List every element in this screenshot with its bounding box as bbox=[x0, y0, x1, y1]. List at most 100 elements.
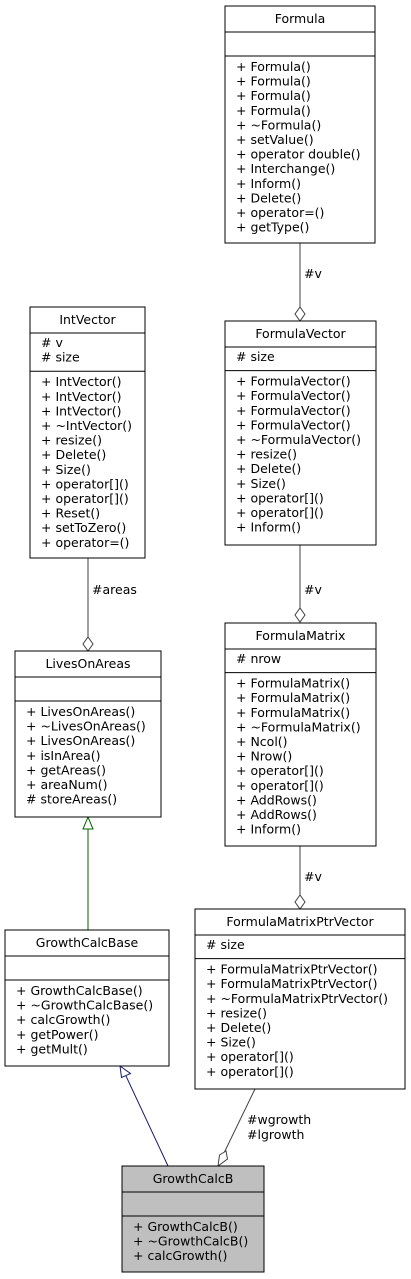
class-method: + Ncol() bbox=[236, 734, 288, 749]
class-name: Formula bbox=[275, 11, 326, 26]
class-method: + Delete() bbox=[41, 447, 106, 462]
class-method: + resize() bbox=[41, 433, 102, 448]
class-method: + resize() bbox=[236, 447, 297, 462]
class-method: + ~LivesOnAreas() bbox=[26, 719, 146, 734]
class-attribute: # size bbox=[236, 349, 275, 364]
class-method: + LivesOnAreas() bbox=[26, 704, 135, 719]
edge-label: #v bbox=[304, 266, 322, 281]
class-box-formulavector[interactable]: FormulaVector# size+ FormulaVector()+ Fo… bbox=[224, 320, 377, 546]
aggregation-diamond bbox=[217, 1150, 229, 1168]
class-method: + setValue() bbox=[236, 132, 314, 147]
class-method: + Delete() bbox=[236, 461, 301, 476]
class-method: + Formula() bbox=[236, 88, 311, 103]
edge-label: #wgrowth bbox=[247, 1112, 311, 1127]
class-box-livesonareas[interactable]: LivesOnAreas + LivesOnAreas()+ ~LivesOnAr… bbox=[14, 650, 162, 818]
class-frame bbox=[14, 650, 162, 818]
class-method: + Nrow() bbox=[236, 749, 292, 764]
class-box-formula[interactable]: Formula+ Formula()+ Formula()+ Formula()… bbox=[224, 5, 376, 244]
class-frame bbox=[121, 1165, 265, 1273]
class-method: + Size() bbox=[41, 462, 91, 477]
class-method: + ~Formula() bbox=[236, 117, 321, 132]
class-method: + ~GrowthCalcB() bbox=[133, 1234, 248, 1249]
class-frame bbox=[29, 306, 146, 559]
class-method: + ~FormulaMatrixPtrVector() bbox=[206, 991, 388, 1006]
class-method: + Size() bbox=[206, 1035, 256, 1050]
edge-label: #areas bbox=[92, 582, 137, 597]
class-method: + setToZero() bbox=[41, 520, 126, 535]
class-method: + GrowthCalcBase() bbox=[16, 983, 143, 998]
class-method: + calcGrowth() bbox=[16, 1012, 110, 1027]
class-method: + Inform() bbox=[236, 822, 301, 837]
class-method: + Size() bbox=[236, 476, 286, 491]
class-method: + IntVector() bbox=[41, 374, 122, 389]
class-method: + operator[]() bbox=[236, 505, 324, 520]
class-method: + IntVector() bbox=[41, 389, 122, 404]
class-method: + operator[]() bbox=[206, 1064, 294, 1079]
inheritance-growthcalcb-growthcalcbase bbox=[119, 1064, 169, 1167]
edge-formula-formulavector: #v bbox=[294, 243, 322, 322]
class-method: + Inform() bbox=[236, 520, 301, 535]
class-method: + getPower() bbox=[16, 1027, 99, 1042]
inheritance-growthcalcbase-livesonareas bbox=[82, 815, 94, 930]
class-method: + getMult() bbox=[16, 1041, 88, 1056]
class-method: + FormulaMatrixPtrVector() bbox=[206, 962, 378, 977]
class-name: IntVector bbox=[59, 312, 116, 327]
class-method: + operator[]() bbox=[236, 763, 324, 778]
class-box-intvector[interactable]: IntVector# v# size+ IntVector()+ IntVect… bbox=[29, 306, 146, 559]
class-method: + getType() bbox=[236, 220, 309, 235]
class-name: LivesOnAreas bbox=[45, 656, 130, 671]
class-name: GrowthCalcBase bbox=[36, 935, 139, 950]
class-method: + operator=() bbox=[236, 205, 324, 220]
class-method: + FormulaVector() bbox=[236, 374, 351, 389]
class-attribute: # nrow bbox=[236, 651, 281, 666]
class-box-growthcalcbase[interactable]: GrowthCalcBase + GrowthCalcBase()+ ~Growt… bbox=[4, 929, 170, 1067]
class-attribute: # size bbox=[206, 937, 245, 952]
class-method: + IntVector() bbox=[41, 403, 122, 418]
class-frame bbox=[224, 5, 376, 244]
class-method: + calcGrowth() bbox=[133, 1248, 227, 1263]
class-method: # storeAreas() bbox=[26, 792, 117, 807]
inheritance-line bbox=[125, 1075, 169, 1167]
class-method: + Delete() bbox=[206, 1020, 271, 1035]
inheritance-arrowhead bbox=[119, 1064, 132, 1079]
class-method: + FormulaMatrix() bbox=[236, 690, 350, 705]
class-method: + operator double() bbox=[236, 147, 361, 162]
class-method: + Formula() bbox=[236, 103, 311, 118]
class-method: + Inform() bbox=[236, 176, 301, 191]
class-method: + operator[]() bbox=[41, 476, 129, 491]
class-method: + operator=() bbox=[41, 535, 129, 550]
class-method: + ~FormulaVector() bbox=[236, 432, 361, 447]
class-method: + AddRows() bbox=[236, 807, 317, 822]
class-name: FormulaMatrix bbox=[256, 628, 346, 643]
class-method: + operator[]() bbox=[236, 778, 324, 793]
edge-formulamatrix-ptrvector: #v bbox=[294, 846, 322, 910]
class-method: + Reset() bbox=[41, 506, 100, 521]
class-frame bbox=[224, 320, 377, 546]
class-method: + FormulaMatrix() bbox=[236, 676, 350, 691]
class-frame bbox=[224, 622, 377, 847]
class-attribute: # v bbox=[41, 335, 63, 350]
class-method: + ~GrowthCalcBase() bbox=[16, 998, 153, 1013]
class-method: + operator[]() bbox=[236, 490, 324, 505]
class-method: + Delete() bbox=[236, 190, 301, 205]
class-frame bbox=[4, 929, 170, 1067]
class-method: + ~IntVector() bbox=[41, 418, 132, 433]
class-method: + getAreas() bbox=[26, 762, 106, 777]
class-box-formulamatrix[interactable]: FormulaMatrix# nrow+ FormulaMatrix()+ Fo… bbox=[224, 622, 377, 847]
class-method: + FormulaVector() bbox=[236, 417, 351, 432]
class-method: + FormulaMatrixPtrVector() bbox=[206, 976, 378, 991]
class-method: + FormulaVector() bbox=[236, 388, 351, 403]
class-method: + isInArea() bbox=[26, 748, 101, 763]
class-method: + AddRows() bbox=[236, 792, 317, 807]
class-method: + FormulaMatrix() bbox=[236, 705, 350, 720]
class-method: + operator[]() bbox=[206, 1049, 294, 1064]
class-frame bbox=[194, 908, 406, 1090]
class-method: + operator[]() bbox=[41, 491, 129, 506]
class-name: GrowthCalcB bbox=[153, 1171, 234, 1186]
class-method: + Interchange() bbox=[236, 161, 335, 176]
edge-label: #lgrowth bbox=[247, 1127, 304, 1142]
class-method: + resize() bbox=[206, 1005, 267, 1020]
class-box-growthcalcb[interactable]: GrowthCalcB+ GrowthCalcB()+ ~GrowthCalcB… bbox=[121, 1165, 265, 1273]
class-box-formulamatrixptrvector[interactable]: FormulaMatrixPtrVector# size+ FormulaMat… bbox=[194, 908, 406, 1090]
